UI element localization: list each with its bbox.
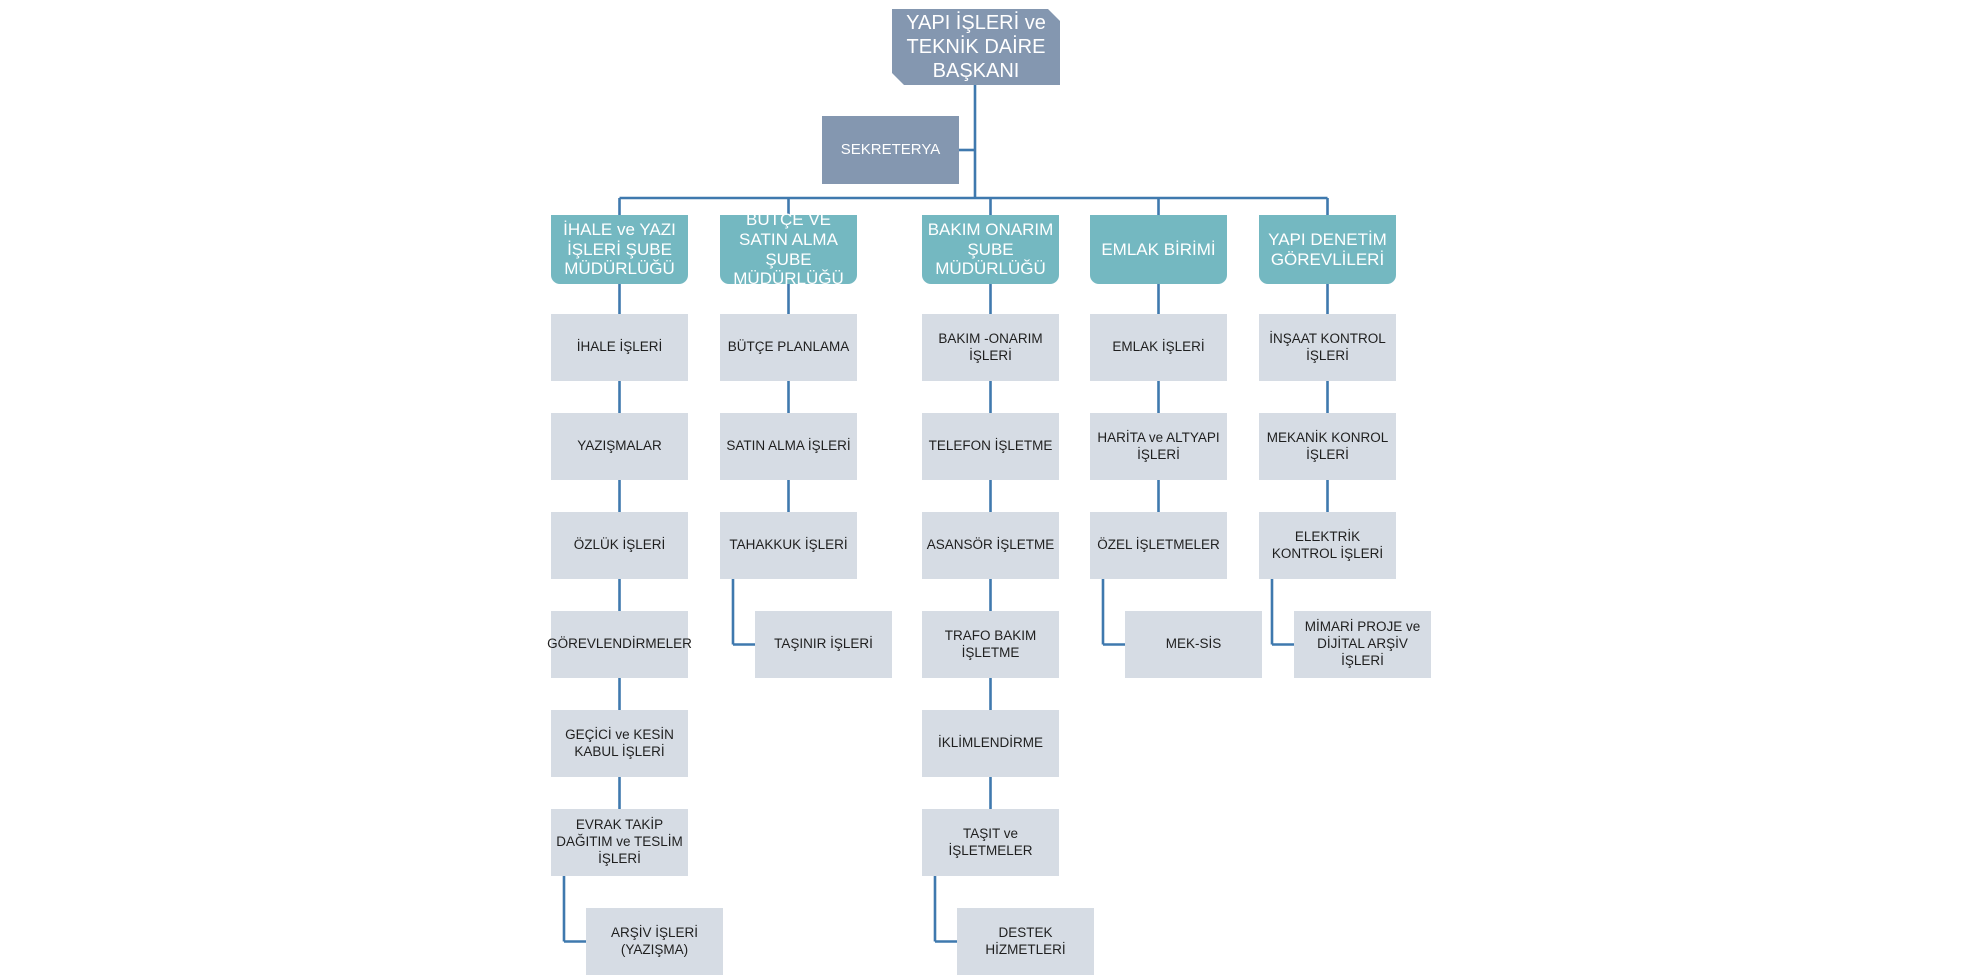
unit-box-label: GEÇİCİ ve KESİN KABUL İŞLERİ: [565, 726, 674, 759]
top-box-label: YAPI İŞLERİ ve TEKNİK DAİRE BAŞKANI: [906, 12, 1046, 82]
department-header-label: YAPI DENETİM GÖREVLİLERİ: [1268, 229, 1387, 269]
unit-box-label: TAHAKKUK İŞLERİ: [729, 537, 848, 553]
unit-box: EVRAK TAKİP DAĞITIM ve TESLİM İŞLERİ: [551, 809, 688, 876]
department-header: EMLAK BİRİMİ: [1090, 215, 1227, 284]
department-header-label: BÜTÇE VE SATIN ALMA ŞUBE MÜDÜRLÜĞÜ: [733, 210, 844, 289]
unit-box: HARİTA ve ALTYAPI İŞLERİ: [1090, 413, 1227, 480]
sub-unit-box: DESTEK HİZMETLERİ: [957, 908, 1094, 975]
unit-box-label: SATIN ALMA İŞLERİ: [726, 438, 851, 454]
department-header-label: BAKIM ONARIM ŞUBE MÜDÜRLÜĞÜ: [927, 220, 1054, 279]
unit-box-label: EVRAK TAKİP DAĞITIM ve TESLİM İŞLERİ: [556, 817, 683, 866]
unit-box-label: HARİTA ve ALTYAPI İŞLERİ: [1097, 429, 1220, 462]
sub-unit-box-label: DESTEK HİZMETLERİ: [985, 924, 1066, 957]
unit-box-label: TAŞIT ve İŞLETMELER: [948, 825, 1033, 858]
unit-box: İNŞAAT KONTROL İŞLERİ: [1259, 314, 1396, 381]
secretariat-label: SEKRETERYA: [840, 140, 941, 158]
secretariat-box: SEKRETERYA: [822, 116, 959, 184]
unit-box: İHALE İŞLERİ: [551, 314, 688, 381]
unit-box: ÖZLÜK İŞLERİ: [551, 512, 688, 579]
sub-unit-box-label: TAŞINIR İŞLERİ: [774, 636, 873, 652]
sub-unit-box: TAŞINIR İŞLERİ: [755, 611, 892, 678]
unit-box: TAŞIT ve İŞLETMELER: [922, 809, 1059, 876]
department-header: BAKIM ONARIM ŞUBE MÜDÜRLÜĞÜ: [922, 215, 1059, 284]
unit-box-label: BÜTÇE PLANLAMA: [727, 339, 850, 355]
unit-box: ÖZEL İŞLETMELER: [1090, 512, 1227, 579]
department-header-label: EMLAK BİRİMİ: [1101, 239, 1216, 259]
unit-box: BÜTÇE PLANLAMA: [720, 314, 857, 381]
unit-box-label: YAZIŞMALAR: [577, 438, 662, 454]
unit-box: YAZIŞMALAR: [551, 413, 688, 480]
unit-box-label: ELEKTRİK KONTROL İŞLERİ: [1271, 528, 1384, 561]
unit-box: MEKANİK KONROL İŞLERİ: [1259, 413, 1396, 480]
sub-unit-box-label: ARŞİV İŞLERİ (YAZIŞMA): [610, 924, 699, 957]
unit-box-label: ÖZEL İŞLETMELER: [1097, 537, 1220, 553]
unit-box: İKLİMLENDİRME: [922, 710, 1059, 777]
sub-unit-box: MİMARİ PROJE ve DİJİTAL ARŞİV İŞLERİ: [1294, 611, 1431, 678]
sub-unit-box: MEK-SİS: [1125, 611, 1262, 678]
unit-box-label: TRAFO BAKIM İŞLETME: [944, 627, 1037, 660]
sub-unit-box: ARŞİV İŞLERİ (YAZIŞMA): [586, 908, 723, 975]
unit-box-label: EMLAK İŞLERİ: [1112, 339, 1205, 355]
unit-box: BAKIM -ONARIM İŞLERİ: [922, 314, 1059, 381]
unit-box-label: ÖZLÜK İŞLERİ: [573, 537, 666, 553]
department-header: YAPI DENETİM GÖREVLİLERİ: [1259, 215, 1396, 284]
unit-box-label: TELEFON İŞLETME: [928, 438, 1053, 454]
unit-box-label: İHALE İŞLERİ: [576, 339, 663, 355]
top-box-daire-baskani: YAPI İŞLERİ ve TEKNİK DAİRE BAŞKANI: [892, 9, 1060, 85]
unit-box: GÖREVLENDİRMELER: [547, 611, 692, 678]
unit-box-label: BAKIM -ONARIM İŞLERİ: [938, 330, 1043, 363]
unit-box-label: MEKANİK KONROL İŞLERİ: [1266, 429, 1389, 462]
unit-box-label: İKLİMLENDİRME: [937, 735, 1044, 751]
unit-box-label: İNŞAAT KONTROL İŞLERİ: [1269, 330, 1386, 363]
unit-box-label: ASANSÖR İŞLETME: [926, 537, 1055, 553]
department-header: BÜTÇE VE SATIN ALMA ŞUBE MÜDÜRLÜĞÜ: [720, 210, 857, 288]
unit-box: TELEFON İŞLETME: [922, 413, 1059, 480]
unit-box-label: GÖREVLENDİRMELER: [547, 636, 692, 652]
unit-box: SATIN ALMA İŞLERİ: [720, 413, 857, 480]
unit-box: ELEKTRİK KONTROL İŞLERİ: [1259, 512, 1396, 579]
unit-box: EMLAK İŞLERİ: [1090, 314, 1227, 381]
sub-unit-box-label: MİMARİ PROJE ve DİJİTAL ARŞİV İŞLERİ: [1304, 619, 1421, 668]
unit-box: TRAFO BAKIM İŞLETME: [922, 611, 1059, 678]
sub-unit-box-label: MEK-SİS: [1165, 636, 1222, 652]
unit-box: TAHAKKUK İŞLERİ: [720, 512, 857, 579]
department-header-label: İHALE ve YAZI İŞLERİ ŞUBE MÜDÜRLÜĞÜ: [563, 220, 676, 279]
department-header: İHALE ve YAZI İŞLERİ ŞUBE MÜDÜRLÜĞÜ: [551, 215, 688, 284]
unit-box: GEÇİCİ ve KESİN KABUL İŞLERİ: [551, 710, 688, 777]
unit-box: ASANSÖR İŞLETME: [922, 512, 1059, 579]
